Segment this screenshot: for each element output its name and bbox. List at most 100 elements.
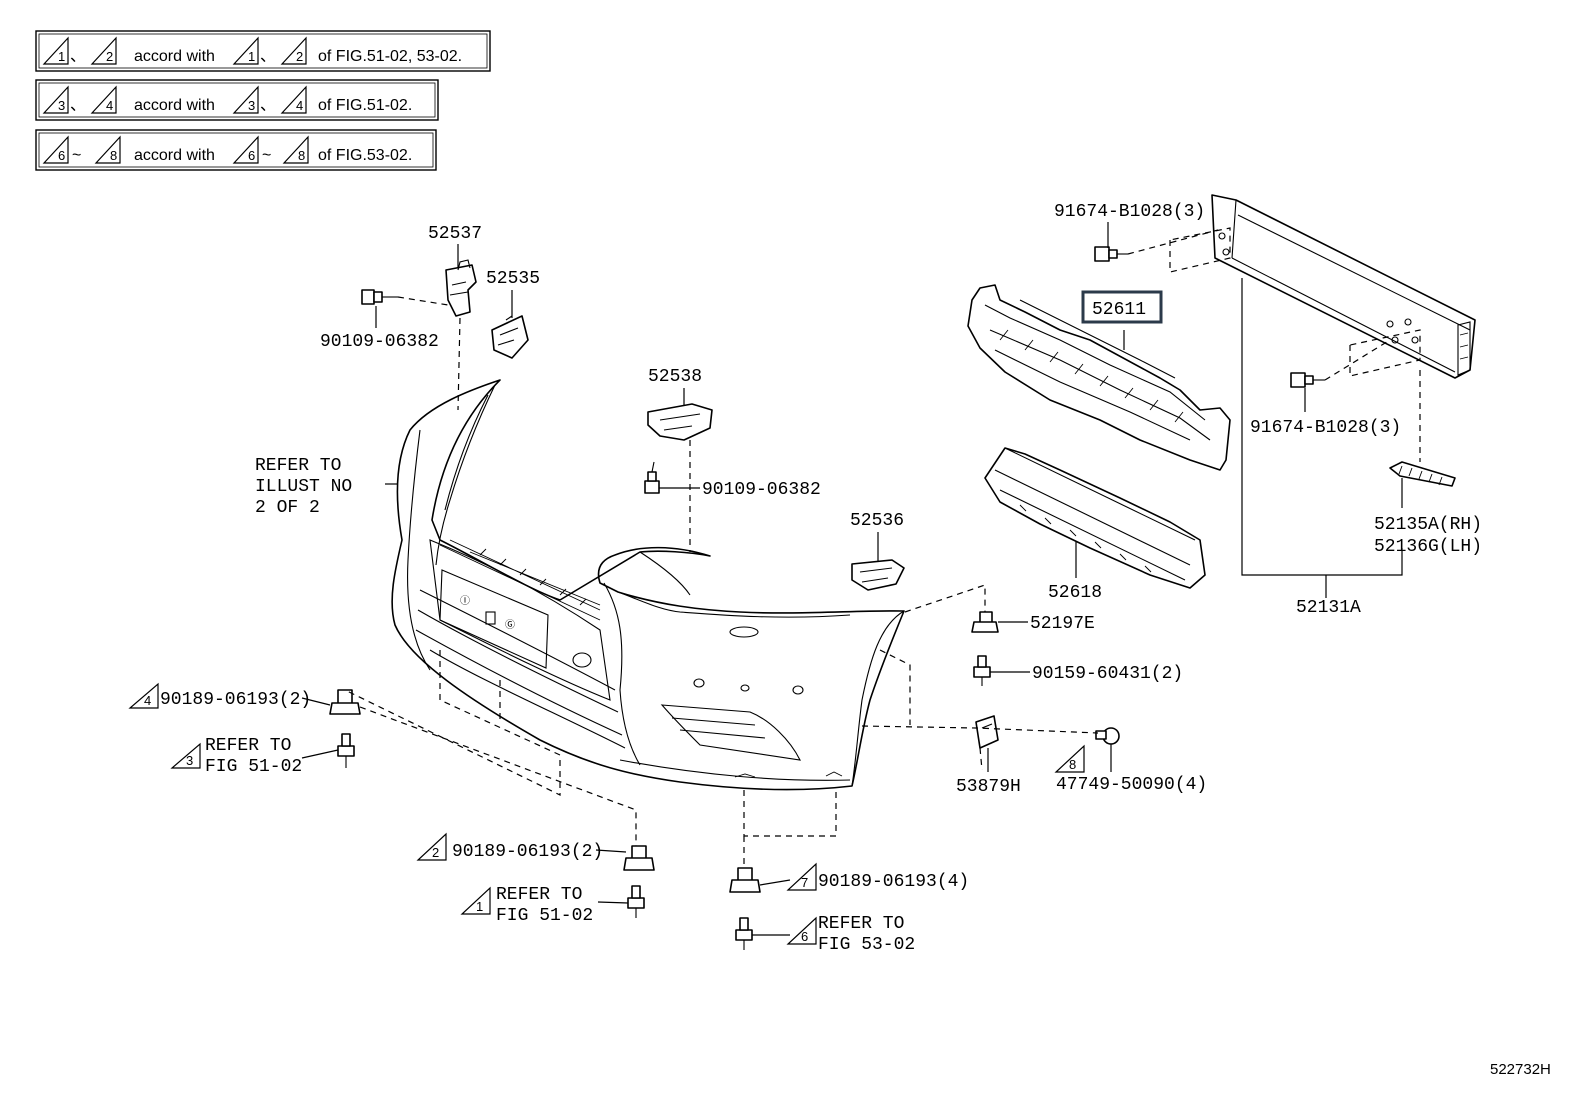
note-3-a: 6 [58, 148, 65, 163]
part-52618-retainer[interactable] [984, 447, 1206, 589]
note-3-ref: of FIG.53-02. [318, 147, 412, 164]
refer-fig-51-02-m3-line2: FIG 51-02 [205, 757, 302, 777]
label-52136G-LH[interactable]: 52136G(LH) [1374, 537, 1482, 557]
refer-illust-line2: ILLUST NO [255, 477, 352, 497]
refer-fig-51-02-m3-line1: REFER TO [205, 736, 291, 756]
leader-lines [301, 222, 1403, 936]
screw-47749[interactable] [1095, 727, 1120, 745]
triangle-marker-icon [280, 36, 307, 65]
label-47749-50090[interactable]: 47749-50090(4) [1056, 775, 1207, 795]
screw-refer-3[interactable] [337, 733, 355, 768]
label-90159-60431[interactable]: 90159-60431(2) [1032, 664, 1183, 684]
label-52536[interactable]: 52536 [850, 511, 904, 531]
refer-fig-53-02-m6-line1: REFER TO [818, 914, 904, 934]
illustration-id: 522732H [1490, 1061, 1551, 1078]
bolt-90109-a[interactable] [361, 289, 398, 305]
bolt-91674-b[interactable] [1290, 372, 1325, 388]
note-1-ref: of FIG.51-02, 53-02. [318, 48, 462, 65]
triangle-marker-icon [170, 742, 201, 769]
label-90189-06193-m4[interactable]: 90189-06193(2) [160, 690, 311, 710]
clip-52197E[interactable] [971, 611, 999, 633]
refer-fig-51-02-m1-line1: REFER TO [496, 885, 582, 905]
note-2-sep2: 、 [260, 97, 276, 114]
marker-7: 7 [786, 862, 817, 891]
screw-refer-6[interactable] [735, 917, 753, 950]
label-52618[interactable]: 52618 [1048, 583, 1102, 603]
label-91674-B1028-a[interactable]: 91674-B1028(3) [1054, 202, 1205, 222]
screw-refer-1[interactable] [627, 885, 645, 918]
label-53879H[interactable]: 53879H [956, 777, 1021, 797]
note-1-text: accord with [134, 48, 215, 65]
note-1-sep2: 、 [260, 48, 276, 65]
triangle-marker-icon [460, 886, 491, 915]
part-52611-absorber[interactable] [967, 284, 1231, 471]
triangle-marker-icon [232, 85, 259, 114]
triangle-marker-icon [90, 85, 117, 114]
assembly-lines [344, 227, 1421, 868]
triangle-marker-icon [90, 36, 117, 65]
triangle-marker-icon [786, 916, 817, 945]
label-52535[interactable]: 52535 [486, 269, 540, 289]
clip-90189-7[interactable] [729, 867, 761, 893]
svg-text:Ⓘ: Ⓘ [460, 595, 470, 607]
note-1-b2: 2 [296, 49, 303, 64]
screw-90159[interactable] [973, 655, 991, 686]
refer-fig-53-02-m6-line2: FIG 53-02 [818, 935, 915, 955]
marker-1: 1 [460, 886, 491, 915]
bolt-91674-a[interactable] [1094, 246, 1128, 262]
marker-6: 6 [786, 916, 817, 945]
note-2-b: 4 [106, 98, 113, 113]
note-box-3: 6 ~ 8 accord with 6 ~ 8 of FIG.53-02. [35, 129, 437, 171]
note-2-a2: 3 [248, 98, 255, 113]
note-3-sep2: ~ [262, 147, 271, 164]
note-1-sep: 、 [70, 48, 86, 65]
label-90109-06382-b[interactable]: 90109-06382 [702, 480, 821, 500]
highlight-52611 [1081, 290, 1163, 324]
note-3-text: accord with [134, 147, 215, 164]
clip-90189-4[interactable] [329, 689, 361, 715]
part-52535-bracket[interactable] [491, 315, 529, 359]
marker-8: 8 [1054, 744, 1085, 773]
note-2-text: accord with [134, 97, 215, 114]
triangle-marker-icon [232, 135, 259, 164]
part-52538-bracket[interactable] [647, 403, 713, 441]
svg-text:8: 8 [1069, 757, 1076, 772]
svg-text:7: 7 [801, 875, 808, 890]
label-52135A-RH[interactable]: 52135A(RH) [1374, 515, 1482, 535]
part-52536-bracket[interactable] [851, 559, 905, 591]
svg-text:Ⓖ: Ⓖ [505, 619, 515, 631]
label-52537[interactable]: 52537 [428, 224, 482, 244]
note-2-sep: 、 [70, 97, 86, 114]
label-91674-B1028-b[interactable]: 91674-B1028(3) [1250, 418, 1401, 438]
clip-53879H[interactable] [975, 715, 999, 749]
triangle-marker-icon [42, 135, 69, 164]
label-90189-06193-m7[interactable]: 90189-06193(4) [818, 872, 969, 892]
note-1-b: 2 [106, 49, 113, 64]
svg-text:4: 4 [144, 693, 151, 708]
part-52135A-bracket[interactable] [1389, 461, 1456, 487]
note-2-a: 3 [58, 98, 65, 113]
note-3-a2: 6 [248, 148, 255, 163]
label-52131A[interactable]: 52131A [1296, 598, 1361, 618]
triangle-marker-icon [416, 832, 447, 861]
marker-3: 3 [170, 742, 201, 769]
note-3-sep: ~ [72, 147, 81, 164]
note-3-b2: 8 [298, 148, 305, 163]
clip-90189-2[interactable] [623, 845, 655, 871]
part-52131A-reinforcement[interactable] [1211, 194, 1476, 379]
label-52538[interactable]: 52538 [648, 367, 702, 387]
refer-illust-line3: 2 OF 2 [255, 498, 320, 518]
triangle-marker-icon [232, 36, 259, 65]
label-90109-06382-a[interactable]: 90109-06382 [320, 332, 439, 352]
note-box-1: 1 、 2 accord with 1 、 2 of FIG.51-02, 53… [35, 30, 491, 72]
label-52197E[interactable]: 52197E [1030, 614, 1095, 634]
bumper-cover[interactable]: Ⓘ Ⓖ [391, 379, 905, 791]
part-52537-bracket[interactable] [445, 259, 477, 317]
label-90189-06193-m2[interactable]: 90189-06193(2) [452, 842, 603, 862]
bolt-90109-b[interactable] [644, 461, 660, 494]
refer-illust-line1: REFER TO [255, 456, 341, 476]
label-52611[interactable]: 52611 [1092, 300, 1146, 320]
refer-fig-51-02-m1-line2: FIG 51-02 [496, 906, 593, 926]
triangle-marker-icon [282, 135, 309, 164]
